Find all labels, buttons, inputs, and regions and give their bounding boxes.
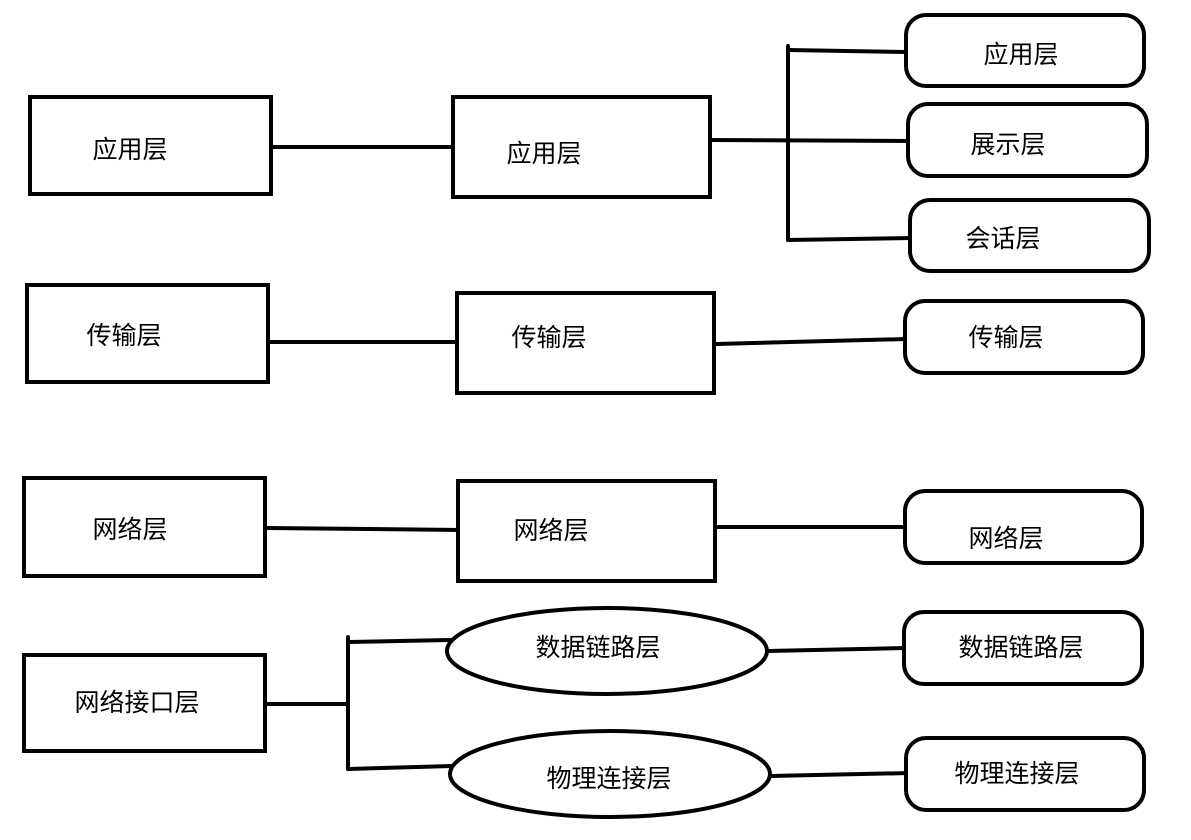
- col1-network-label: 网络层: [92, 515, 167, 544]
- connector-physical-col2-col3: [768, 771, 912, 778]
- connector-transport-col2-col3: [714, 337, 908, 346]
- col1-transport-label: 传输层: [86, 321, 161, 350]
- col3-physical-label: 物理连接层: [954, 759, 1079, 788]
- col3-network-label: 网络层: [968, 524, 1043, 553]
- col1-network-node: 网络层: [22, 476, 267, 578]
- col2-network-label: 网络层: [513, 516, 588, 545]
- col3-application-node: 应用层: [904, 13, 1146, 88]
- col3-presentation-label: 展示层: [970, 130, 1045, 159]
- connector-branch-to-session: [786, 236, 914, 242]
- connector-branch-to-app: [786, 48, 908, 54]
- col2-application-node: 应用层: [451, 95, 712, 199]
- col3-application-label: 应用层: [983, 40, 1058, 69]
- connector-datalink-col2-col3: [766, 646, 908, 653]
- col2-physical-label: 物理连接层: [546, 764, 671, 793]
- col3-data-link-node: 数据链路层: [902, 610, 1144, 686]
- col2-application-label: 应用层: [506, 139, 581, 168]
- col3-transport-label: 传输层: [968, 323, 1043, 352]
- connector-network-col1-col2: [265, 526, 464, 532]
- col3-transport-node: 传输层: [903, 299, 1145, 375]
- col3-data-link-label: 数据链路层: [958, 633, 1083, 662]
- col2-transport-node: 传输层: [455, 291, 716, 395]
- col3-presentation-node: 展示层: [906, 102, 1149, 178]
- col1-network-interface-label: 网络接口层: [74, 688, 199, 717]
- col3-physical-node: 物理连接层: [904, 736, 1146, 812]
- col2-network-node: 网络层: [456, 479, 717, 583]
- col1-network-interface-node: 网络接口层: [22, 653, 267, 753]
- col3-session-label: 会话层: [965, 224, 1040, 253]
- connector-app-col2-branch: [709, 138, 910, 143]
- col2-physical-node: 物理连接层: [448, 729, 772, 819]
- col1-application-label: 应用层: [92, 135, 167, 164]
- col2-data-link-label: 数据链路层: [535, 633, 660, 662]
- connector-trunk-to-physical: [346, 764, 454, 771]
- col1-application-node: 应用层: [28, 95, 273, 196]
- col1-transport-node: 传输层: [25, 283, 270, 384]
- col2-transport-label: 传输层: [511, 323, 586, 352]
- col2-data-link-node: 数据链路层: [445, 606, 769, 696]
- col3-network-node: 网络层: [903, 489, 1144, 565]
- col3-session-node: 会话层: [908, 198, 1151, 273]
- connector-trunk-to-datalink: [346, 638, 452, 644]
